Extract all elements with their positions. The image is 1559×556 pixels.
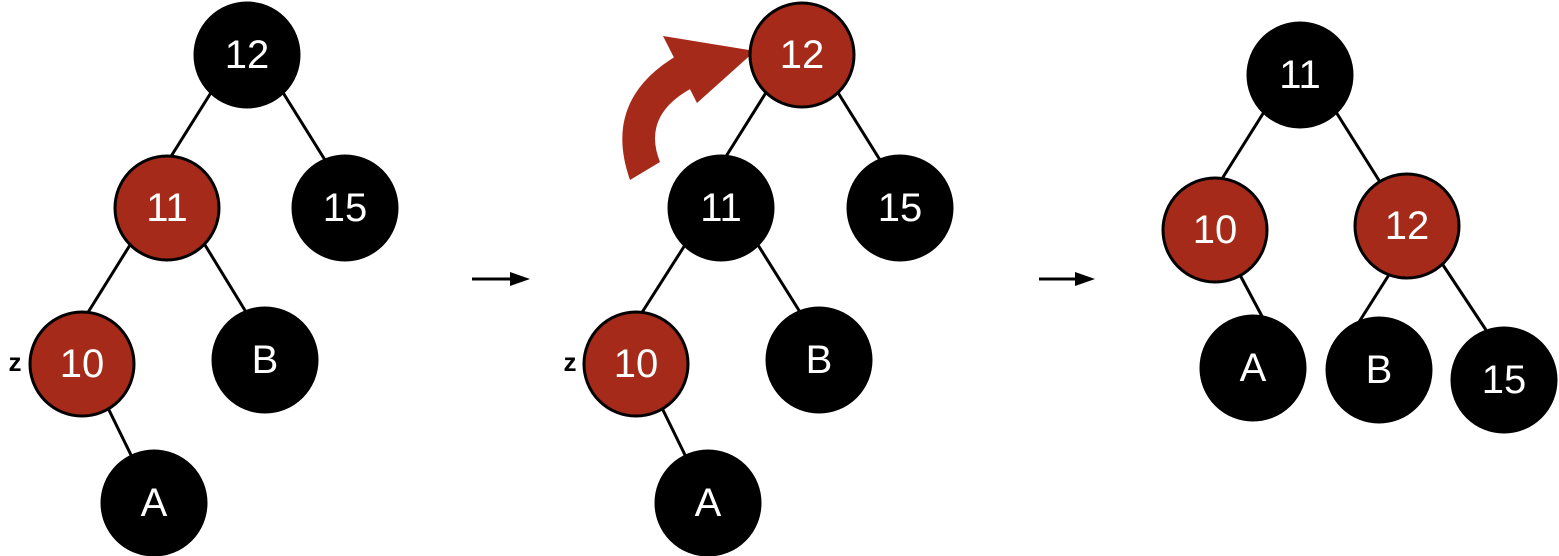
edge-11-10 bbox=[1218, 111, 1266, 183]
edge-10-A bbox=[1238, 274, 1266, 321]
tree-node-A: A bbox=[654, 449, 762, 556]
node-circle bbox=[1161, 176, 1269, 284]
node-label: 10 bbox=[60, 342, 105, 386]
node-label: A bbox=[695, 481, 722, 525]
node-label: B bbox=[1366, 348, 1393, 392]
node-circle bbox=[211, 306, 319, 414]
tree-node-15: 15 bbox=[846, 154, 954, 262]
tree-node-10: 10 bbox=[1161, 176, 1269, 284]
z-marker: z bbox=[564, 347, 577, 377]
edge-10-A bbox=[660, 407, 688, 458]
node-label: 12 bbox=[1385, 204, 1430, 248]
tree-node-12: 12 bbox=[193, 1, 301, 109]
node-circle bbox=[582, 310, 690, 418]
node-circle bbox=[667, 154, 775, 262]
node-label: 12 bbox=[780, 33, 825, 77]
tree-node-15: 15 bbox=[1450, 326, 1558, 434]
edge-11-B bbox=[756, 244, 802, 313]
tree-node-B: B bbox=[765, 306, 873, 414]
clockwise-arrow-icon bbox=[622, 36, 755, 180]
tree-node-11: 11 bbox=[113, 154, 221, 262]
edges bbox=[639, 90, 882, 458]
z-marker: z bbox=[9, 347, 22, 377]
stage-rotated: 11 10 12 A B 15 bbox=[1161, 21, 1558, 434]
tree-node-B: B bbox=[1325, 316, 1433, 424]
stage-before: 12 11 15 10 z B A bbox=[9, 1, 399, 556]
tree-node-10: 10 z bbox=[9, 310, 136, 418]
edge-11-10 bbox=[85, 244, 132, 315]
node-circle bbox=[1199, 314, 1307, 422]
node-label: 10 bbox=[1193, 208, 1238, 252]
tree-node-12: 12 bbox=[748, 1, 856, 109]
edge-12-B bbox=[1357, 269, 1394, 323]
node-circle bbox=[28, 310, 136, 418]
node-circle bbox=[748, 1, 856, 109]
node-label: A bbox=[141, 481, 168, 525]
rotation-arrowhead bbox=[663, 36, 755, 103]
node-label: 11 bbox=[146, 186, 188, 230]
edge-12-15 bbox=[835, 90, 882, 161]
tree-node-A: A bbox=[1199, 314, 1307, 422]
node-circle bbox=[193, 1, 301, 109]
node-label: B bbox=[252, 338, 279, 382]
edge-11-B bbox=[203, 244, 248, 313]
node-label: A bbox=[1240, 346, 1267, 390]
node-label: B bbox=[806, 338, 833, 382]
node-circle bbox=[846, 154, 954, 262]
node-circle bbox=[291, 154, 399, 262]
node-circle bbox=[654, 449, 762, 556]
tree-node-10: 10 z bbox=[564, 310, 690, 418]
node-circle bbox=[1353, 172, 1461, 280]
node-circle bbox=[1450, 326, 1558, 434]
edge-12-15 bbox=[1439, 261, 1488, 331]
edge-11-12 bbox=[1334, 111, 1382, 183]
tree-node-11: 11 bbox=[667, 154, 775, 262]
rotation-arc bbox=[622, 50, 700, 180]
edge-12-11 bbox=[168, 90, 214, 159]
edge-10-A bbox=[106, 407, 133, 456]
node-label: 15 bbox=[323, 186, 368, 230]
tree-node-15: 15 bbox=[291, 154, 399, 262]
node-label: 15 bbox=[1482, 358, 1527, 402]
tree-node-12: 12 bbox=[1353, 172, 1461, 280]
node-label: 11 bbox=[700, 186, 742, 230]
tree-node-A: A bbox=[100, 449, 208, 556]
tree-node-11: 11 bbox=[1246, 21, 1354, 129]
node-label: 11 bbox=[1279, 53, 1321, 97]
node-circle bbox=[113, 154, 221, 262]
node-label: 10 bbox=[614, 342, 659, 386]
node-circle bbox=[1246, 21, 1354, 129]
node-circle bbox=[100, 449, 208, 556]
node-label: 12 bbox=[225, 33, 270, 77]
edge-12-15 bbox=[280, 90, 327, 161]
edge-11-10 bbox=[639, 244, 687, 315]
node-label: 15 bbox=[878, 186, 923, 230]
stage-recolored: 12 11 15 10 z B A bbox=[564, 1, 954, 556]
edge-12-11 bbox=[723, 90, 769, 159]
node-circle bbox=[765, 306, 873, 414]
node-circle bbox=[1325, 316, 1433, 424]
edges bbox=[1218, 111, 1488, 331]
tree-node-B: B bbox=[211, 306, 319, 414]
edges bbox=[85, 90, 327, 456]
